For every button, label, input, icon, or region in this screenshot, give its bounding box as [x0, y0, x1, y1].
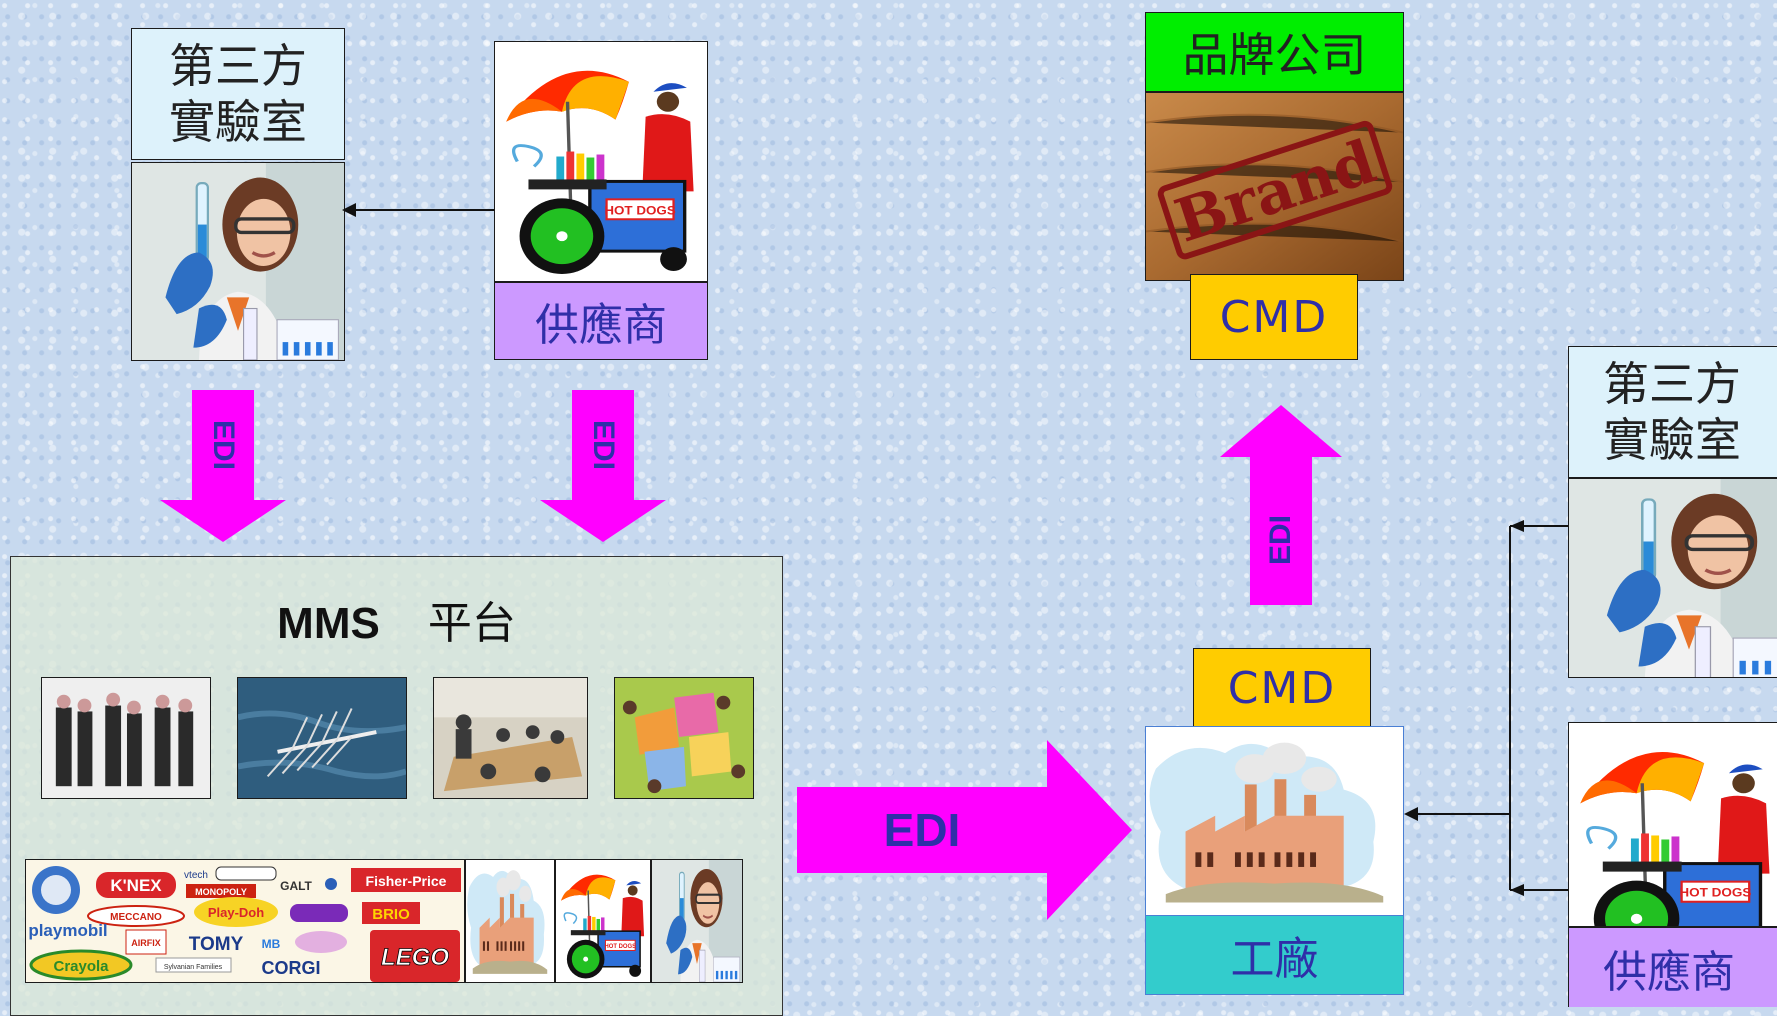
brand-cmd-box: CMD — [1190, 274, 1358, 360]
business-team-photo — [41, 677, 211, 799]
right-lab-label-line1: 第三方 — [1603, 357, 1741, 411]
left-lab-label: 第三方 實驗室 — [131, 28, 345, 160]
right-supplier-label: 供應商 — [1568, 927, 1777, 1007]
edi-up-arrow: EDI — [1220, 405, 1342, 605]
right-lab-photo — [1568, 478, 1777, 678]
mms-platform-title: MMS 平台 — [11, 587, 782, 651]
right-supplier-photo — [1568, 722, 1777, 927]
factory-cmd-box: CMD — [1193, 648, 1371, 728]
edi-down-label-right: EDI — [587, 419, 620, 470]
toy-logo-monopoly: MONOPOLY — [195, 887, 247, 897]
right-lab-label-line2: 實驗室 — [1603, 413, 1741, 467]
edi-down-arrow-right: EDI — [540, 390, 666, 542]
supplier-to-lab-connector — [342, 203, 495, 217]
collage-supplier-photo — [555, 859, 651, 983]
toy-logo-crayola: Crayola — [53, 958, 109, 975]
mms-platform-panel: MMS 平台 — [10, 556, 783, 1016]
toy-logo-tomy: TOMY — [189, 934, 244, 955]
toy-logo-lego: LEGO — [381, 944, 449, 971]
meeting-room-photo — [433, 677, 588, 799]
factory-cmd-text: CMD — [1227, 662, 1337, 714]
toy-logo-sylvanian: Sylvanian Families — [164, 964, 223, 971]
edi-big-arrow: EDI — [797, 740, 1132, 920]
left-lab-label-line1: 第三方 — [169, 39, 307, 93]
toy-logo-vtech: vtech — [184, 870, 208, 881]
toy-logo-meccano: MECCANO — [110, 912, 162, 923]
toy-logo-play-doh: Play-Doh — [208, 905, 264, 920]
right-supplier-label-text: 供應商 — [1603, 946, 1735, 998]
brand-company-label: 品牌公司 — [1145, 12, 1404, 92]
edi-up-arrow-label: EDI — [1264, 515, 1297, 566]
factory-image — [1145, 726, 1404, 916]
right-connectors — [1404, 520, 1570, 896]
toy-logo-brio: BRIO — [372, 906, 410, 923]
toy-logo-mb: MB — [262, 937, 281, 951]
collage-factory-photo — [465, 859, 555, 983]
toy-logo-galt: GALT — [280, 879, 312, 893]
edi-big-arrow-label: EDI — [883, 804, 961, 856]
toy-logo-fisher-price: Fisher-Price — [366, 873, 447, 889]
rowing-team-photo — [237, 677, 407, 799]
toy-logo-playmobil: playmobil — [28, 921, 107, 940]
collage-lab-photo — [651, 859, 743, 983]
left-supplier-photo — [494, 41, 708, 282]
puzzle-team-photo — [614, 677, 754, 799]
toy-brands-collage: K'NEX vtech MONOPOLY GALT Fisher-Price M… — [25, 859, 465, 983]
left-supplier-label-text: 供應商 — [535, 300, 667, 351]
left-lab-label-line2: 實驗室 — [169, 95, 307, 149]
left-supplier-label: 供應商 — [494, 282, 708, 360]
left-lab-photo — [131, 162, 345, 361]
toy-logo-airfix: AIRFIX — [131, 938, 161, 948]
brand-company-label-text: 品牌公司 — [1182, 28, 1367, 82]
mms-title-rest: 平台 — [427, 598, 516, 649]
toy-logo-knex: K'NEX — [110, 876, 162, 895]
brand-cmd-text: CMD — [1219, 291, 1329, 343]
factory-label-text: 工廠 — [1230, 934, 1319, 985]
edi-down-arrow-left: EDI — [160, 390, 286, 542]
factory-label: 工廠 — [1145, 915, 1404, 995]
right-lab-label: 第三方 實驗室 — [1568, 346, 1777, 478]
toy-logo-corgi: CORGI — [261, 958, 320, 978]
edi-down-label-left: EDI — [207, 419, 240, 470]
mms-title-bold: MMS — [277, 599, 380, 648]
brand-stamp-image: Brand — [1145, 92, 1404, 281]
